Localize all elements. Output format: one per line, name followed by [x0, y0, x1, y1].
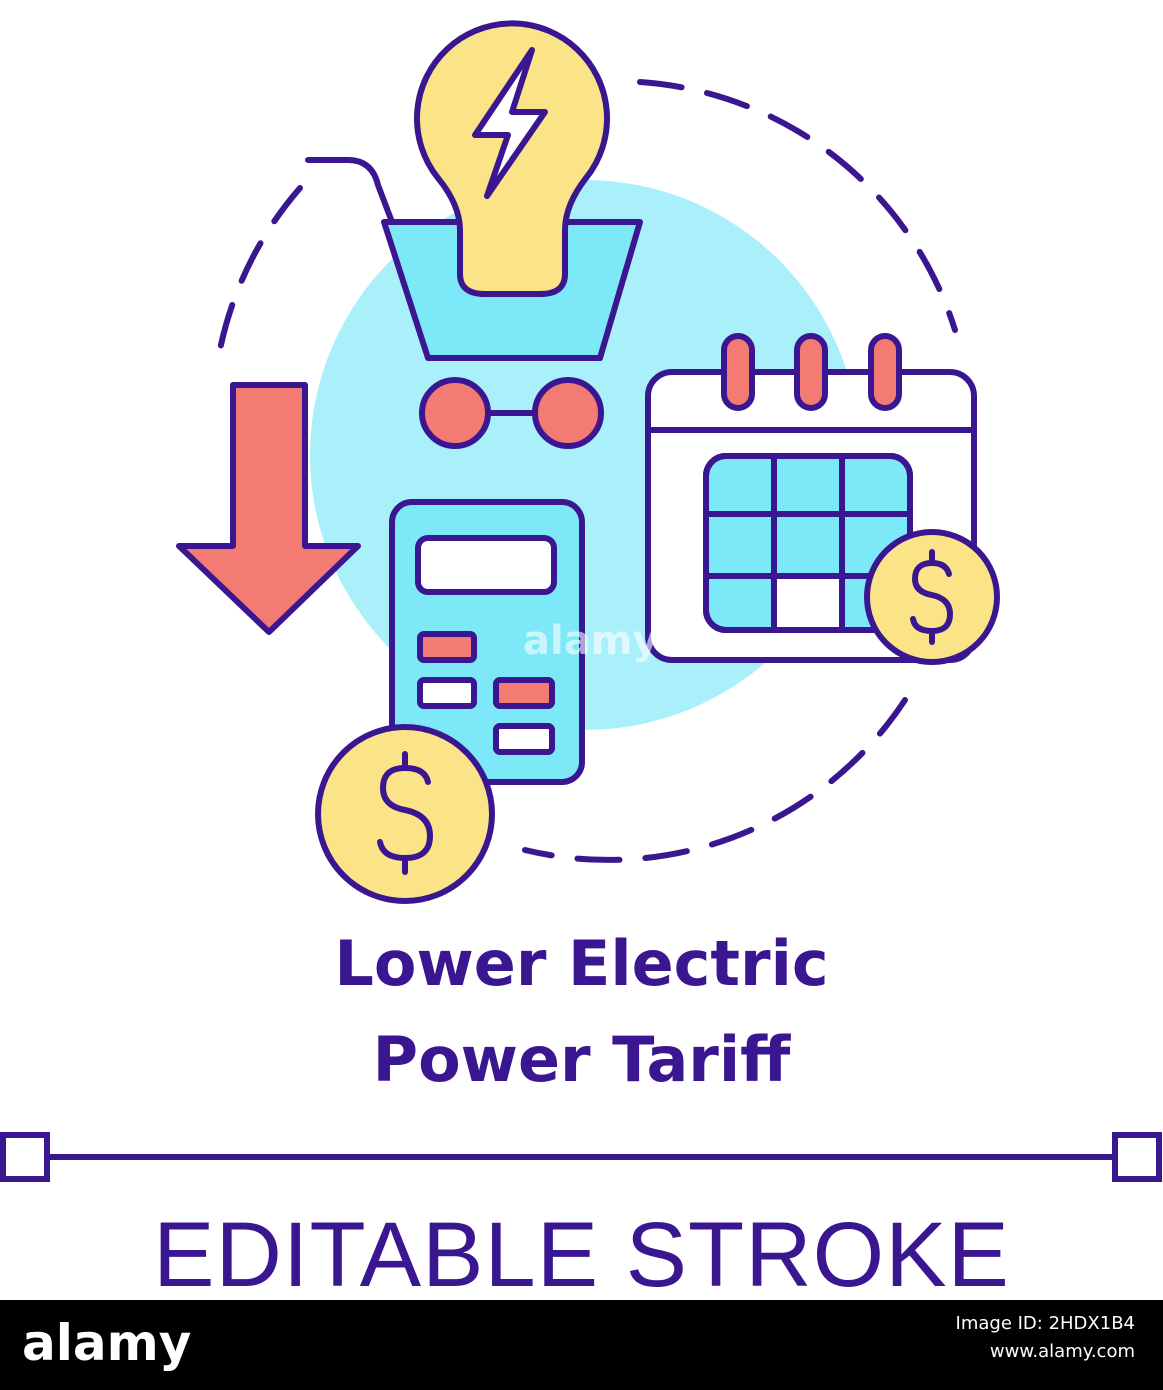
calendar-icon: [645, 333, 977, 663]
title-line-2: Power Tariff: [372, 1023, 791, 1096]
stroke-divider: [0, 1132, 1162, 1182]
stock-info: Image ID: 2HDX1B4 www.alamy.com: [956, 1310, 1135, 1366]
dashed-cycle-arc: [637, 79, 958, 333]
calculator-icon: [389, 499, 585, 785]
title-line-1: Lower Electric: [334, 927, 829, 1000]
stock-site: www.alamy.com: [989, 1341, 1135, 1362]
dashed-cycle-arc: [522, 697, 908, 863]
down-arrow-icon: [176, 382, 361, 635]
lightning-bolt-icon: [472, 47, 548, 199]
stock-footer: alamy Image ID: 2HDX1B4 www.alamy.com: [0, 1300, 1163, 1390]
stock-logo: alamy: [22, 1314, 192, 1372]
dashed-cycle-arc: [215, 185, 303, 363]
light-bulb-icon: [414, 20, 610, 297]
subtitle: EDITABLE STROKE: [153, 1204, 1010, 1306]
image-id: Image ID: 2HDX1B4: [955, 1313, 1135, 1334]
dollar-coin-icon: [315, 724, 495, 904]
dollar-coin-icon: [864, 529, 1000, 665]
watermark: alamy: [523, 618, 659, 664]
